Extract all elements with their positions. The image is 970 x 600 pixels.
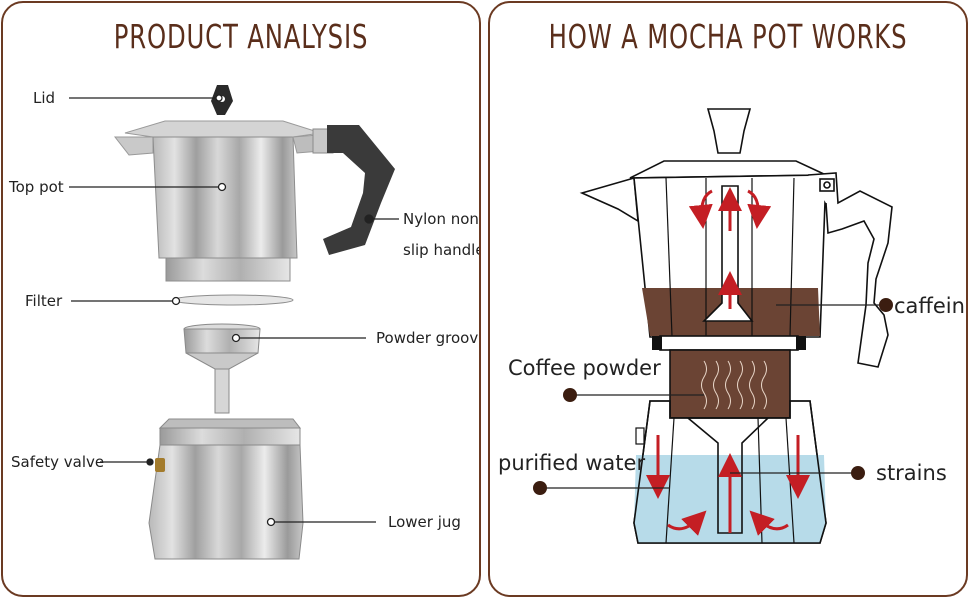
flow-arrows [646,187,810,536]
label-strains: strains [876,461,947,485]
how-it-works-panel: HOW A MOCHA POT WORKS [488,1,968,597]
label-purified-water: purified water [498,451,645,475]
label-safety-valve: Safety valve [11,453,104,471]
label-coffee-powder: Coffee powder [508,356,661,380]
powder-groove-funnel [183,323,261,414]
how-it-works-title: HOW A MOCHA POT WORKS [548,17,908,56]
label-lid: Lid [33,89,55,107]
cross-section-diagram: caffeine Coffee powder purified water st… [498,108,968,544]
coffee-powder-basket [669,349,791,419]
exploded-pot-illustration: Lid Top pot Nylon non- slip handle Filte… [8,85,481,560]
label-caffeine: caffeine [894,294,968,318]
product-analysis-panel: PRODUCT ANALYSIS [1,1,481,597]
lower-jug [148,418,304,560]
top-pot [113,134,322,282]
safety-valve-part [155,458,165,472]
label-handle-line1: Nylon non- [403,210,481,228]
label-handle-line2: slip handle [403,241,481,259]
central-tube [702,185,754,322]
lid [124,120,322,138]
product-analysis-title: PRODUCT ANALYSIS [113,17,369,56]
nylon-handle [312,125,395,255]
label-lower-jug: Lower jug [388,513,461,531]
label-powder-groove: Powder groove [376,329,481,347]
label-filter: Filter [25,292,63,310]
filter-disc [172,294,294,306]
label-top-pot: Top pot [8,178,64,196]
